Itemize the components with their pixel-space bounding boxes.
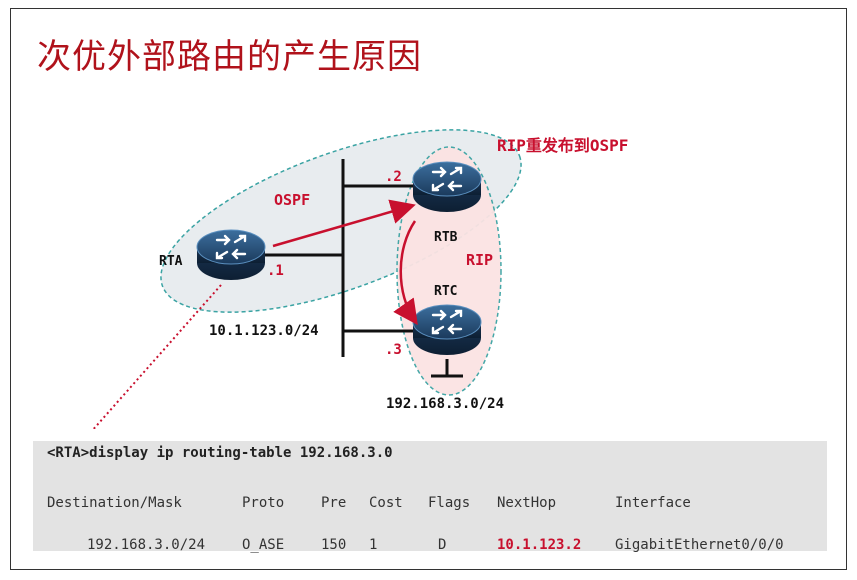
ip-label-1: .1 (267, 263, 284, 279)
slide: 次优外部路由的产生原因 (10, 8, 847, 570)
router-rtc-icon (411, 303, 483, 357)
rta-label: RTA (159, 254, 183, 269)
cli-output: <RTA>display ip routing-table 192.168.3.… (33, 441, 827, 553)
rtc-label: RTC (434, 284, 457, 299)
cli-command: <RTA>display ip routing-table 192.168.3.… (47, 445, 393, 461)
cell-pre: 150 (321, 537, 347, 553)
ip-label-3: .3 (385, 342, 402, 358)
router-rtb-icon (411, 160, 483, 214)
arrow-rtb-to-rtc (393, 220, 418, 326)
rip-label: RIP (466, 251, 493, 269)
router-rta-icon (195, 228, 267, 282)
header-interface: Interface (615, 495, 691, 511)
network-diagram: OSPF RIP RIP重发布到OSPF RTA RTB RTC .1 .2 .… (92, 129, 628, 429)
network-bottom-label: 192.168.3.0/24 (386, 396, 504, 412)
ip-label-2: .2 (385, 169, 402, 185)
cell-destination: 192.168.3.0/24 (87, 537, 206, 553)
cell-nexthop: 10.1.123.2 (497, 537, 582, 553)
ospf-label: OSPF (274, 191, 310, 209)
network-left-label: 10.1.123.0/24 (209, 323, 319, 339)
page-title: 次优外部路由的产生原因 (37, 37, 422, 77)
cell-flags: D (438, 537, 447, 553)
cell-cost: 1 (369, 537, 378, 553)
rtb-label: RTB (434, 230, 458, 245)
header-pre: Pre (321, 495, 347, 511)
header-proto: Proto (242, 495, 285, 511)
header-destination: Destination/Mask (47, 495, 182, 511)
redistribute-label: RIP重发布到OSPF (497, 136, 628, 155)
arrow-rta-to-rtb (272, 199, 416, 248)
cell-proto: O_ASE (242, 537, 285, 553)
header-flags: Flags (428, 495, 471, 511)
header-nexthop: NextHop (497, 495, 557, 511)
header-cost: Cost (369, 495, 403, 511)
cell-interface: GigabitEthernet0/0/0 (615, 537, 784, 553)
